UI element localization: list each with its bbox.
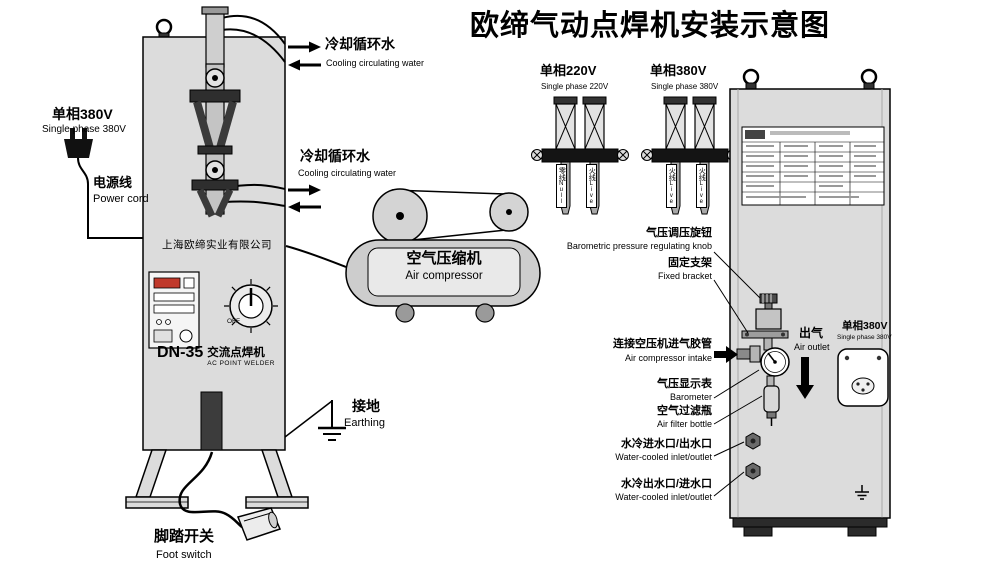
plug-380v-figure (641, 96, 739, 215)
plug220-pin2-zh: 火线 (588, 167, 596, 181)
callout-filter-en: Air filter bottle (656, 419, 712, 429)
welder-model-type-zh: 交流点焊机 (207, 347, 265, 359)
welder-head-assembly (189, 6, 286, 218)
welder-model-type-en: AC POINT WELDER (207, 360, 275, 367)
rear-nameplate (741, 126, 885, 206)
power-input-label-zh: 单相380V (52, 106, 113, 122)
plug380-pin2-zh: 火线 (698, 167, 706, 181)
callout-leaders (713, 251, 763, 497)
intake-arrow (714, 346, 738, 363)
cooling-arrows-mid (288, 184, 321, 213)
welder-pedestal (200, 391, 223, 451)
compressor-label-en: Air compressor (405, 270, 483, 282)
rear-socket-label-en: Single phase 380V (837, 334, 892, 341)
callout-water-out-en: Water-cooled inlet/outlet (615, 492, 712, 502)
callout-regulator-zh: 气压调压旋钮 (646, 227, 712, 239)
welder-knob (224, 279, 278, 333)
page-title: 欧缔气动点焊机安装示意图 (470, 10, 831, 42)
cooling-top-label-zh: 冷却循环水 (325, 36, 395, 52)
earthing-label-en: Earthing (344, 417, 385, 429)
plug380-pin2-en: Live (698, 181, 705, 205)
compressor-label-zh: 空气压缩机 (406, 250, 482, 267)
welder-company-label: 上海欧缔实业有限公司 (162, 239, 272, 251)
welder-legs (125, 449, 309, 509)
welder-control-panel (148, 271, 200, 349)
plug380-label-zh: 单相380V (650, 63, 707, 78)
air-outlet-arrow (796, 357, 814, 399)
power-cord-label-en: Power cord (93, 193, 149, 205)
callout-barometer-zh: 气压显示表 (657, 378, 712, 390)
callout-regulator-en: Barometric pressure regulating knob (566, 241, 712, 251)
rear-ground-mark (855, 485, 869, 500)
cooling-mid-label-en: Cooling circulating water (298, 168, 397, 178)
plug220-label-zh: 单相220V (540, 63, 597, 78)
power-cord-label-zh: 电源线 (93, 175, 133, 190)
air-compressor-figure (285, 188, 541, 323)
air-outlet-label-zh: 出气 (799, 326, 824, 340)
callout-intake-zh: 连接空压机进气胶管 (613, 338, 712, 350)
plug220-pin1-zh: 零线 (558, 167, 566, 181)
plug220-pin2-en: Live (588, 181, 595, 205)
plug220-label-en: Single phase 220V (541, 82, 609, 91)
plug380-label-en: Single phase 380V (651, 82, 719, 91)
callout-filter-zh: 空气过滤瓶 (657, 405, 712, 417)
cooling-arrows-top (288, 41, 321, 71)
rear-socket-label-zh: 单相380V (842, 320, 888, 332)
welder-model-label: DN-35 交流点焊机 AC POINT WELDER (157, 344, 275, 367)
water-port-bolts (745, 432, 761, 480)
rear-socket-figure (837, 348, 889, 407)
plug-220v-figure (531, 96, 629, 215)
callout-water-out-zh: 水冷出水口/进水口 (620, 478, 712, 490)
welder-model-code: DN-35 (157, 344, 204, 361)
pressure-regulator-figure (736, 293, 790, 426)
foot-switch-label-en: Foot switch (156, 549, 212, 561)
plug220-pin2-tag: 火线Live (586, 164, 598, 208)
callout-intake-en: Air compressor intake (624, 353, 712, 363)
plug220-pin1-tag: 零线Null (556, 164, 568, 208)
air-outlet-label-en: Air outlet (794, 342, 830, 352)
callout-bracket-zh: 固定支架 (668, 257, 712, 269)
earthing-label-zh: 接地 (352, 398, 380, 414)
cooling-mid-label-zh: 冷却循环水 (300, 148, 370, 164)
callout-water-in-en: Water-cooled inlet/outlet (615, 452, 712, 462)
power-plug-icon (64, 128, 143, 239)
callout-water-in-zh: 水冷进水口/出水口 (620, 438, 712, 450)
foot-switch-figure (178, 451, 282, 541)
cooling-top-label-en: Cooling circulating water (326, 58, 425, 68)
plug380-pin1-en: Live (668, 181, 675, 205)
callout-barometer-en: Barometer (669, 392, 712, 402)
knob-off-label: OFF (227, 318, 240, 325)
plug380-pin2-tag: 火线Live (696, 164, 708, 208)
plug220-pin1-en: Null (558, 181, 565, 205)
plug380-pin1-tag: 火线Live (666, 164, 678, 208)
plug380-pin1-zh: 火线 (668, 167, 676, 181)
foot-switch-label-zh: 脚踏开关 (154, 528, 215, 545)
callout-bracket-en: Fixed bracket (657, 271, 712, 281)
power-input-label-en: Single phase 380V (42, 124, 126, 135)
earthing-symbol (284, 400, 346, 441)
